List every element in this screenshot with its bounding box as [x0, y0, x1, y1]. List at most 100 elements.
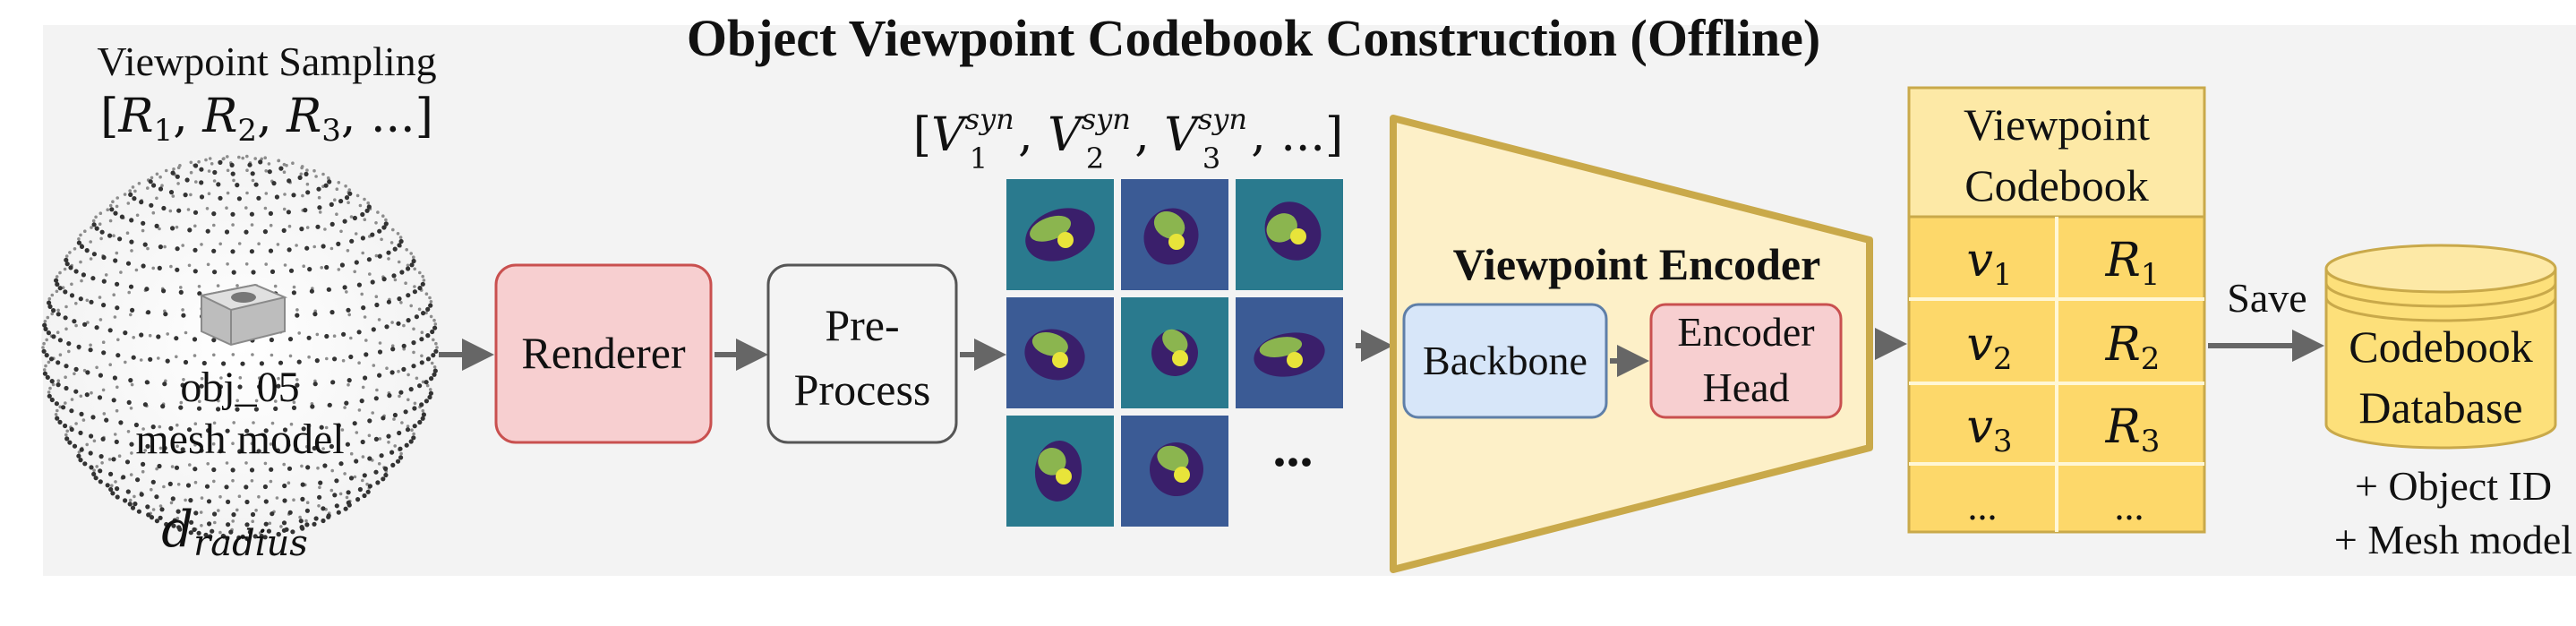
viewpoint-sample-dot	[288, 354, 293, 358]
viewpoint-sample-dot	[47, 304, 53, 309]
viewpoint-sample-dot	[372, 364, 376, 367]
viewpoint-sample-dot	[85, 298, 90, 303]
viewpoint-sample-dot	[240, 534, 245, 540]
viewpoint-sample-dot	[327, 179, 332, 184]
viewpoint-sample-dot	[115, 305, 120, 311]
viewpoint-sample-dot	[429, 314, 433, 319]
viewpoint-sample-dot	[211, 442, 216, 446]
viewpoint-sample-dot	[310, 404, 315, 409]
viewpoint-sample-dot	[155, 172, 159, 176]
viewpoint-sample-dot	[419, 337, 424, 342]
viewpoint-sample-dot	[84, 392, 90, 398]
viewpoint-sample-dot	[330, 468, 335, 473]
viewpoint-sample-dot	[158, 186, 164, 192]
viewpoint-sample-dot	[55, 281, 60, 287]
viewpoint-sample-dot	[282, 207, 287, 211]
viewpoint-sample-dot	[175, 267, 180, 272]
viewpoint-sample-dot	[128, 284, 134, 289]
viewpoint-sample-dot	[251, 178, 255, 183]
viewpoint-sample-dot	[391, 227, 395, 232]
viewpoint-sample-dot	[237, 155, 241, 159]
viewpoint-sample-dot	[295, 378, 299, 382]
viewpoint-sample-dot	[334, 503, 339, 509]
viewpoint-sample-dot	[319, 424, 324, 430]
viewpoint-sample-dot	[158, 424, 162, 429]
viewpoint-sample-dot	[41, 346, 45, 349]
viewpoint-sample-dot	[333, 198, 337, 202]
viewpoint-sample-dot	[170, 170, 175, 176]
viewpoint-sample-dot	[397, 296, 402, 302]
viewpoint-sample-dot	[347, 382, 350, 387]
viewpoint-sample-dot	[134, 268, 139, 272]
viewpoint-sample-dot	[305, 501, 310, 504]
viewpoint-sample-dot	[174, 465, 180, 470]
rotation-2: R	[201, 90, 237, 143]
viewpoint-sample-dot	[155, 196, 158, 201]
encoder-title: Viewpoint Encoder	[1453, 239, 1821, 289]
viewpoint-sample-dot	[66, 341, 72, 347]
viewpoint-sample-dot	[340, 428, 345, 432]
viewpoint-sample-dot	[292, 285, 296, 289]
viewpoint-sample-dot	[168, 190, 175, 195]
viewpoint-sample-dot	[381, 476, 386, 482]
viewpoint-sample-dot	[412, 424, 417, 429]
viewpoint-sample-dot	[141, 220, 146, 226]
viewpoint-sample-dot	[253, 157, 258, 160]
viewpoint-sample-dot	[427, 394, 432, 400]
viewpoint-sample-dot	[145, 504, 150, 510]
viewpoint-sample-dot	[198, 399, 201, 404]
viewpoint-sample-dot	[374, 295, 379, 299]
viewpoint-sample-dot	[189, 193, 193, 197]
viewpoint-sample-dot	[49, 397, 55, 403]
viewpoint-sample-dot	[377, 349, 383, 355]
viewpoint-sample-dot	[128, 498, 133, 502]
viewpoint-sample-dot	[125, 489, 131, 494]
viewpoint-sample-dot	[226, 262, 229, 266]
viewpoint-sample-dot	[244, 522, 250, 527]
viewpoint-sample-dot	[305, 182, 310, 186]
viewpoint-sample-dot	[312, 168, 316, 173]
viewpoint-sample-dot	[352, 215, 357, 221]
viewpoint-sample-dot	[294, 447, 299, 452]
viewpoint-sample-dot	[270, 421, 275, 425]
viewpoint-sample-dot	[106, 208, 109, 211]
viewpoint-sample-dot	[429, 376, 434, 382]
viewpoint-sample-dot	[162, 382, 167, 387]
viewpoint-sample-dot	[224, 485, 229, 490]
viewpoint-sample-dot	[313, 516, 319, 521]
viewpoint-sample-dot	[344, 400, 349, 406]
viewpoint-sample-dot	[258, 531, 262, 535]
viewpoint-sample-dot	[64, 385, 69, 391]
viewpoint-sample-dot	[393, 278, 398, 282]
viewpoint-sample-dot	[212, 511, 218, 517]
viewpoint-sample-dot	[129, 442, 134, 447]
viewpoint-sample-dot	[287, 224, 292, 228]
viewpoint-sample-dot	[221, 157, 226, 161]
backbone-block	[1402, 303, 1608, 419]
viewpoint-sample-dot	[256, 449, 261, 454]
object-name: obj_05	[180, 364, 299, 411]
viewpoint-sample-dot	[121, 475, 126, 480]
viewpoint-sample-dot	[89, 299, 94, 304]
viewpoint-sample-dot	[230, 467, 235, 473]
viewpoint-sample-dot	[304, 245, 310, 251]
viewpoint-sample-dot	[402, 347, 407, 351]
viewpoint-sample-dot	[179, 286, 183, 289]
viewpoint-sample-dot	[267, 162, 271, 166]
viewpoint-sample-dot	[323, 227, 327, 231]
viewpoint-sample-dot	[303, 208, 308, 213]
viewpoint-sample-dot	[184, 177, 190, 183]
viewpoint-sample-dot	[432, 338, 435, 342]
viewpoint-sample-dot	[389, 370, 395, 375]
viewpoint-sample-dot	[271, 181, 277, 186]
viewpoint-sample-dot	[320, 266, 324, 270]
renderer-label: Renderer	[521, 328, 686, 378]
viewpoint-sample-dot	[113, 315, 117, 319]
viewpoint-sample-dot	[263, 206, 268, 210]
viewpoint-sample-dot	[132, 196, 137, 202]
viewpoint-sample-dot	[329, 310, 335, 315]
viewpoint-sample-dot	[90, 415, 96, 420]
viewpoint-sample-dot	[379, 453, 384, 459]
viewpoint-sample-dot	[364, 339, 368, 342]
